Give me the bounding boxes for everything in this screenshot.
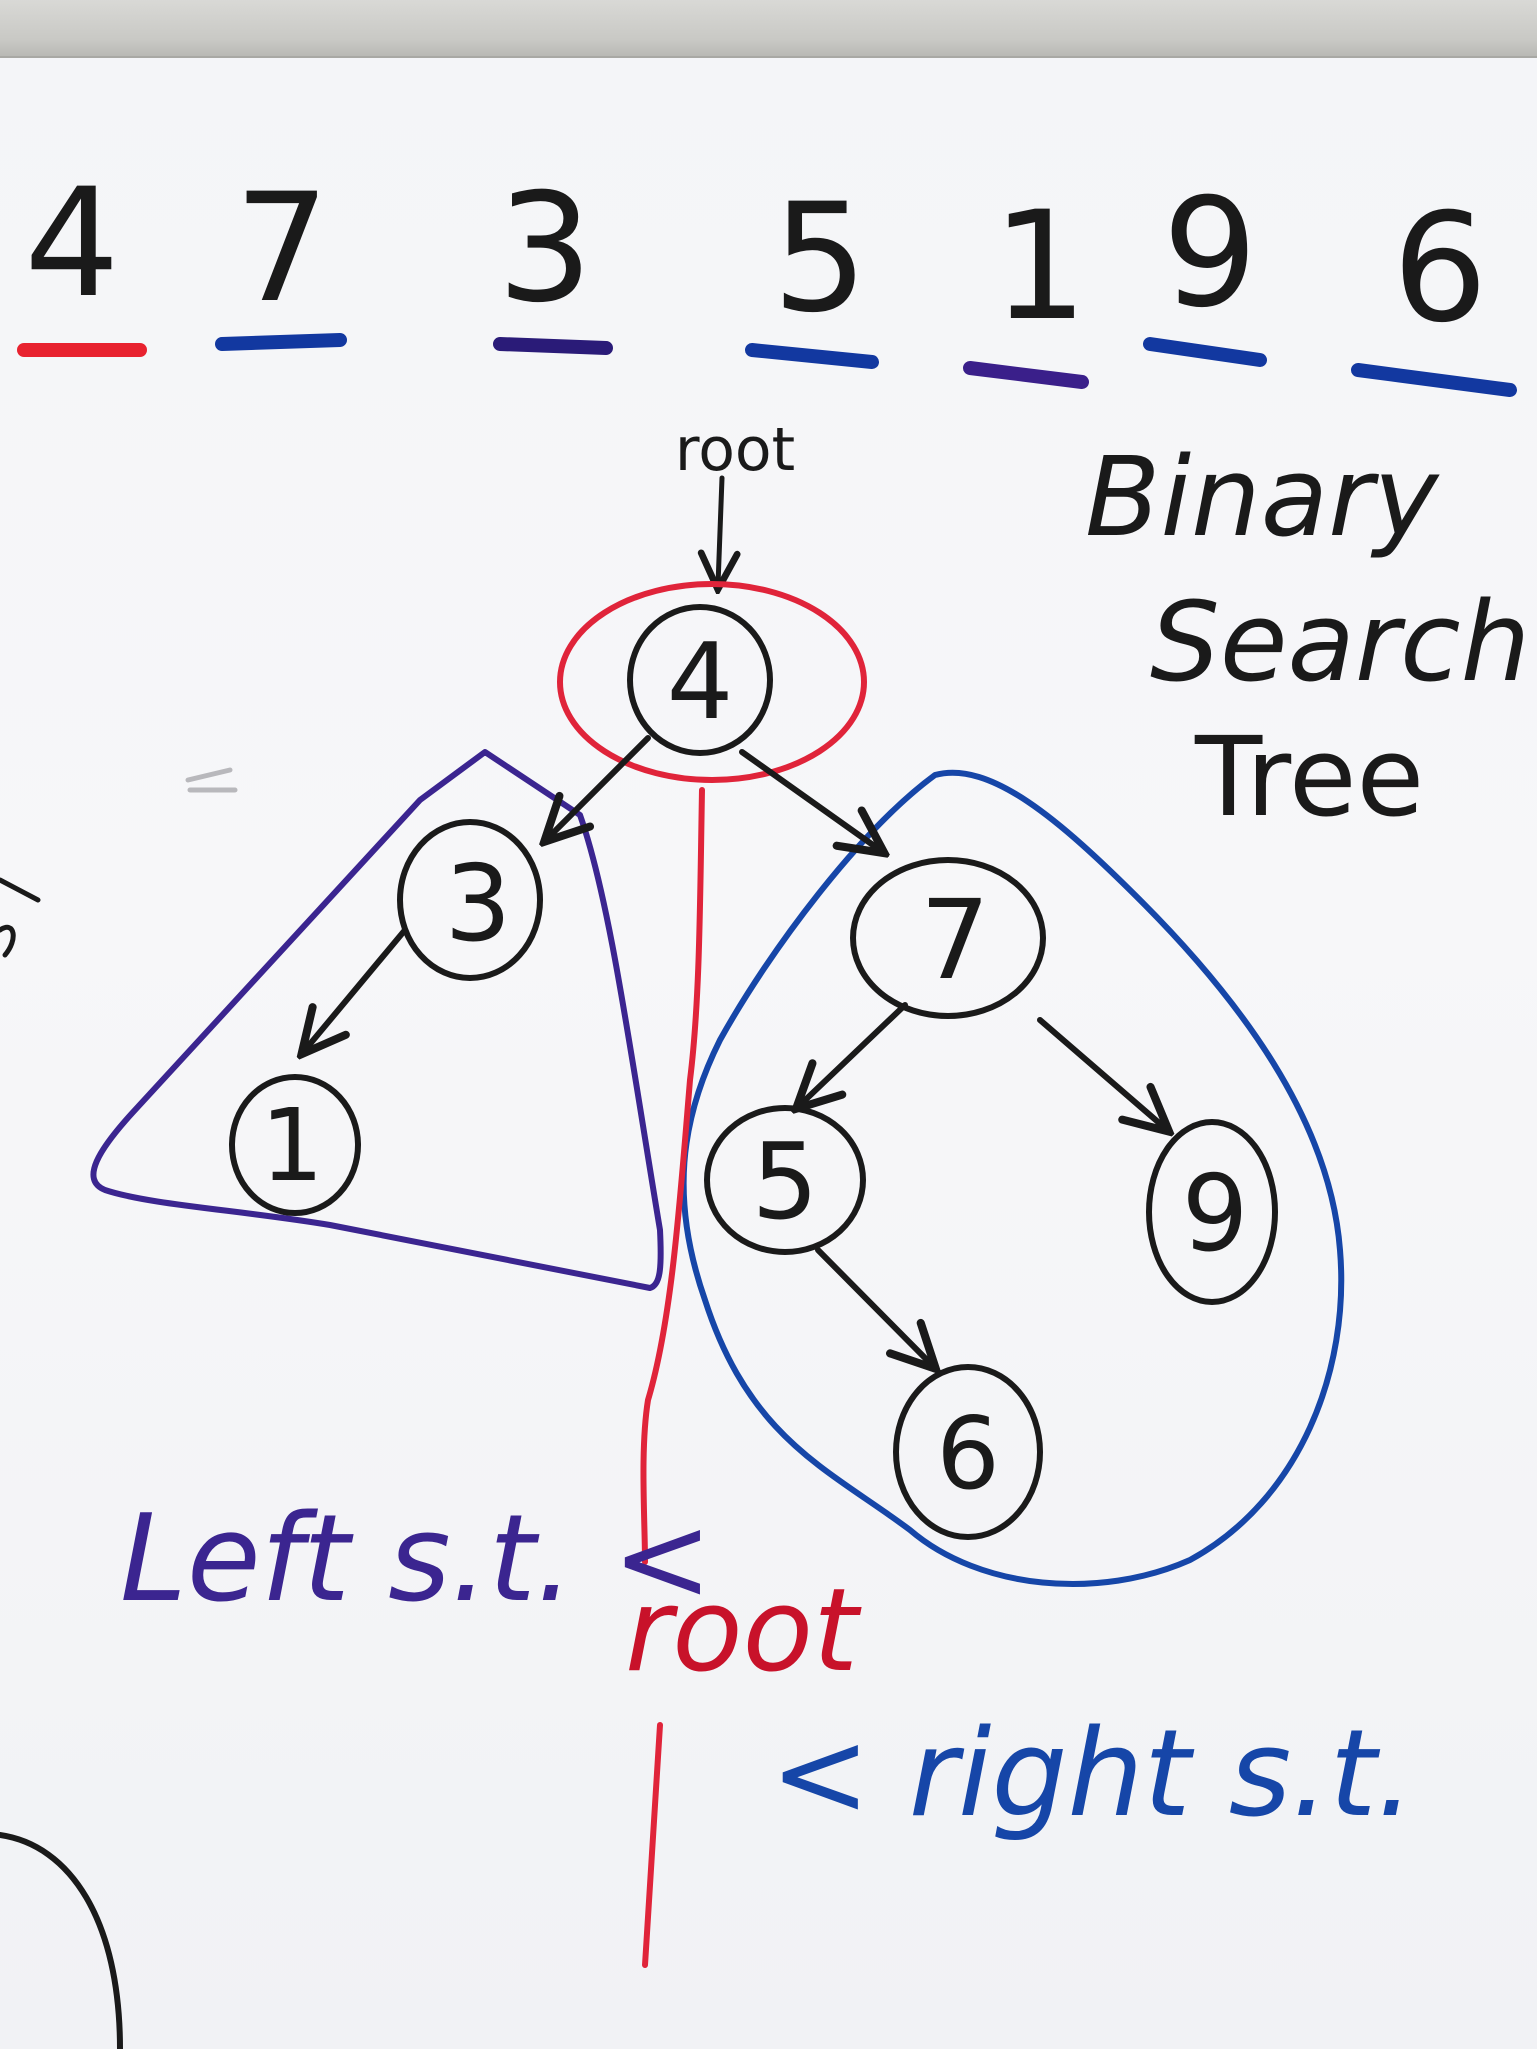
edge-5-6 (815, 1247, 932, 1365)
diagram-title: Binary Search Tree (1085, 433, 1530, 841)
sequence-value-3: 3 (497, 162, 592, 336)
node-value: 6 (936, 1395, 1000, 1512)
root-label: root (675, 415, 795, 485)
sequence-underline-9 (1143, 337, 1267, 367)
tree-edges (305, 735, 1165, 1365)
node-circle (850, 857, 1046, 1019)
sequence-value-9: 9 (1162, 167, 1257, 341)
tree-node-4: 4 (627, 604, 773, 756)
edge-4-3 (548, 735, 651, 838)
tree-node-5: 5 (704, 1105, 866, 1255)
sequence-underline-7 (215, 333, 347, 351)
caption-left-subtree: Left s.t. < (120, 1490, 713, 1629)
tree-node-7: 7 (850, 857, 1046, 1019)
partial-mark-left-curve (0, 925, 16, 958)
edge-3-1 (305, 927, 408, 1050)
sequence-value-1: 1 (992, 180, 1087, 354)
root-pointer: root (675, 415, 795, 585)
partial-board-marks (0, 767, 238, 2049)
sequence-value-5: 5 (772, 172, 867, 346)
node-value: 7 (920, 876, 990, 1004)
right-subtree-outline (680, 769, 1345, 1587)
node-circle (704, 1105, 866, 1255)
node-circle (627, 604, 773, 756)
edge-7-5 (800, 1002, 908, 1105)
bst-property-caption: Left s.t. < root < right s.t. (120, 1490, 1415, 1844)
root-highlight-circle (557, 581, 867, 783)
partial-circle-bottom-left (0, 1832, 123, 2049)
whiteboard-frame (0, 0, 1537, 58)
caption-root: root (625, 1564, 862, 1698)
node-circle (893, 1364, 1043, 1540)
node-value: 3 (445, 843, 512, 965)
sequence-underline-3 (493, 337, 613, 355)
tree-node-9: 9 (1146, 1119, 1278, 1305)
node-value: 5 (752, 1121, 819, 1243)
root-divider-line (640, 787, 705, 1565)
node-circle (1146, 1119, 1278, 1305)
erased-smudge (185, 767, 238, 793)
left-subtree-outline (90, 749, 664, 1291)
node-value: 9 (1182, 1153, 1249, 1275)
tree-node-6: 6 (893, 1364, 1043, 1540)
title-line-1: Binary (1085, 433, 1440, 561)
sequence-underline-5 (745, 343, 879, 369)
root-divider-line-lower (642, 1722, 663, 1968)
node-value: 1 (260, 1087, 324, 1204)
insertion-sequence: 4 7 3 5 1 9 6 (17, 157, 1517, 397)
tree-node-1: 1 (229, 1074, 361, 1216)
title-line-2: Search (1150, 578, 1530, 706)
sequence-underline-1 (963, 361, 1089, 389)
edge-7-9 (1037, 1017, 1165, 1128)
sequence-value-4: 4 (24, 157, 119, 331)
title-line-3: Tree (1194, 713, 1424, 841)
caption-right-subtree: < right s.t. (770, 1705, 1415, 1844)
root-pointer-arrow (718, 475, 722, 585)
node-value: 4 (667, 621, 734, 743)
tree-node-3: 3 (397, 819, 543, 981)
sequence-underline-6 (1351, 363, 1517, 397)
node-circle (229, 1074, 361, 1216)
node-circle (397, 819, 543, 981)
tree-nodes: 4 3 1 7 5 9 6 (229, 604, 1278, 1540)
sequence-value-6: 6 (1392, 182, 1487, 356)
sequence-value-7: 7 (234, 162, 329, 336)
edge-4-7 (739, 749, 880, 850)
partial-mark-left (0, 877, 41, 903)
